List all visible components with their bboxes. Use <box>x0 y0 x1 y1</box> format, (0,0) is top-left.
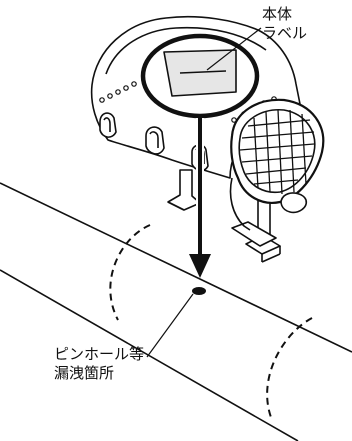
mesh-dial <box>230 98 325 214</box>
callout-body-label-line2: ラベル <box>262 24 307 42</box>
pipe-lower-edge <box>0 269 299 441</box>
body-label-plate <box>163 49 237 97</box>
callout-leak-point: ピンホール等 漏洩箇所 <box>54 293 194 382</box>
body-label-stripe <box>179 70 227 74</box>
pipe-cross-section-right <box>266 317 313 421</box>
rear-leg <box>167 169 201 211</box>
callout-leak-line1: ピンホール等 <box>54 345 144 363</box>
arrow-head-icon <box>189 254 211 278</box>
housing-rim <box>105 26 267 75</box>
inspection-arrow <box>189 118 211 278</box>
callout-body-label-line1: 本体 <box>262 5 292 23</box>
callout-body-label: 本体 ラベル <box>206 5 307 71</box>
label-highlight-ring <box>140 33 260 119</box>
pipe-upper-edge <box>0 182 352 353</box>
detector-device <box>90 15 325 263</box>
pipe <box>0 182 352 441</box>
pipe-cross-section-left <box>109 224 151 321</box>
front-stand <box>231 197 281 263</box>
leak-point-icon <box>192 287 206 295</box>
callout-body-label-leader <box>206 27 262 71</box>
side-strap <box>229 177 251 231</box>
callout-leak-line2: 漏洩箇所 <box>54 364 114 382</box>
callout-leak-leader <box>146 293 194 358</box>
